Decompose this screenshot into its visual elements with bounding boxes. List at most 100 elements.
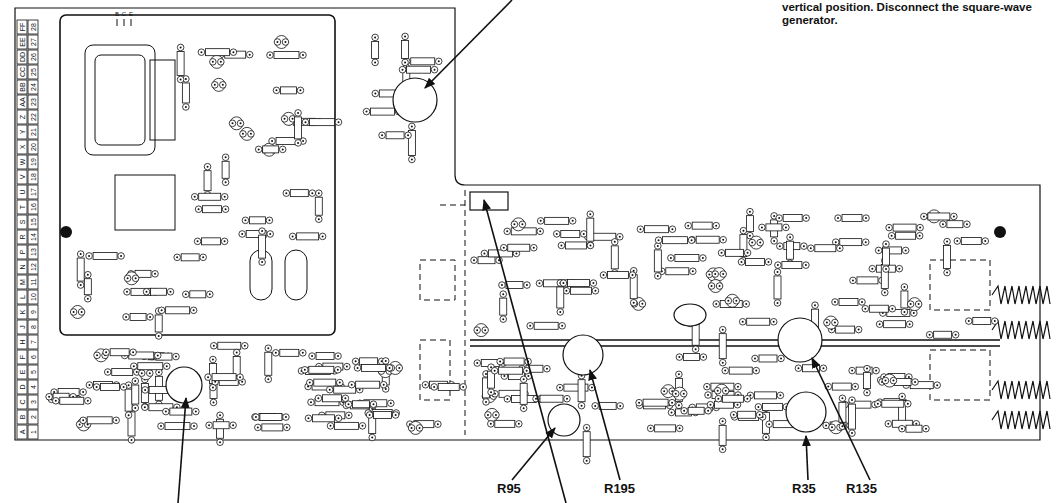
solder-hole [908,376,910,378]
solder-pad [248,131,255,138]
solder-pad [720,271,727,278]
transistor-symbol [907,298,922,311]
resistor-symbol [379,132,412,139]
solder-hole [208,424,210,426]
solder-pad [80,417,87,424]
solder-hole [348,414,350,416]
solder-pad [944,269,951,276]
solder-hole [692,270,694,272]
solder-hole [185,106,187,108]
solder-hole [586,460,588,462]
connector-pin [17,380,27,394]
solder-hole [232,51,234,53]
solder-pad [738,259,745,266]
solder-pad [590,280,597,287]
transistor-symbol [474,324,489,337]
solder-hole [220,61,222,63]
solder-hole [594,405,596,407]
connector-pin [28,125,38,139]
connector-pin-name: W [19,159,26,166]
solder-pad [899,393,906,400]
solder-hole [768,423,770,425]
resistor-symbol [592,402,624,409]
solder-hole [115,419,117,421]
solder-pad [559,322,566,329]
resistor-body [592,233,616,240]
input-spring [992,321,1050,339]
solder-hole [501,284,503,286]
solder-hole [885,268,887,270]
solder-hole [884,292,886,294]
resistor-body [249,217,265,224]
solder-pad [776,215,783,222]
solder-pad [944,238,951,245]
resistor-body [263,146,279,153]
solder-pad [890,377,897,384]
solder-hole [185,78,187,80]
solder-hole [562,282,564,284]
connector-pin-number: 5 [30,370,37,374]
connector-pin [17,410,27,424]
solder-hole [225,181,227,183]
resistor-symbol [738,258,772,265]
solder-pad [888,232,895,239]
resistor-body [499,367,523,374]
solder-hole [671,411,673,413]
resistor-body [644,226,668,233]
solder-hole [411,125,413,127]
resistor-symbol [163,408,200,415]
resistor-symbol [403,58,442,65]
resistor-symbol [862,305,896,312]
solder-hole [683,393,685,395]
solder-pad [558,242,565,249]
connector-pin-name: E [19,370,26,375]
transistor-body [673,387,686,400]
solder-hole [722,362,724,364]
transistor-body [750,236,763,249]
solder-hole [866,392,868,394]
pin-mark [117,19,131,26]
solder-hole [242,133,244,135]
resistor-symbol [718,249,751,256]
solder-hole [195,411,197,413]
instruction-note: vertical position. Disconnect the square… [782,1,1050,27]
resistor-body [372,41,379,58]
resistor-symbol [491,367,530,374]
solder-hole [209,293,211,295]
solder-hole [953,215,955,217]
resistor-symbol [774,269,781,307]
solder-hole [185,293,187,295]
solder-pad [402,59,409,66]
solder-hole [134,407,136,409]
solder-pad [237,374,244,381]
resistor-body [362,364,386,371]
resistor-body [815,245,836,252]
solder-pad [991,318,998,325]
solder-pad [273,87,280,94]
solder-pad [435,421,442,428]
solder-pad [881,289,888,296]
solder-pad [733,297,740,304]
solder-pad [560,280,567,287]
solder-hole [559,311,561,313]
solder-pad [765,259,772,266]
resistor-body [683,354,699,361]
resistor-body [688,407,704,414]
resistor-body [583,432,590,457]
solder-hole [779,245,781,247]
connector-pin [17,230,27,244]
solder-pad [302,119,309,126]
connector-pin [17,215,27,229]
resistor-body [407,66,431,73]
solder-hole [722,420,724,422]
solder-hole [803,245,805,247]
solder-pad [906,321,913,328]
connector-pin-name: FF [19,23,26,32]
resistor-symbol [676,354,707,361]
solder-hole [765,436,767,438]
connector-pin-number: 15 [30,218,37,226]
solder-hole [96,354,98,356]
solder-pad [592,287,599,294]
solder-pad [934,382,941,389]
solder-hole [909,323,911,325]
